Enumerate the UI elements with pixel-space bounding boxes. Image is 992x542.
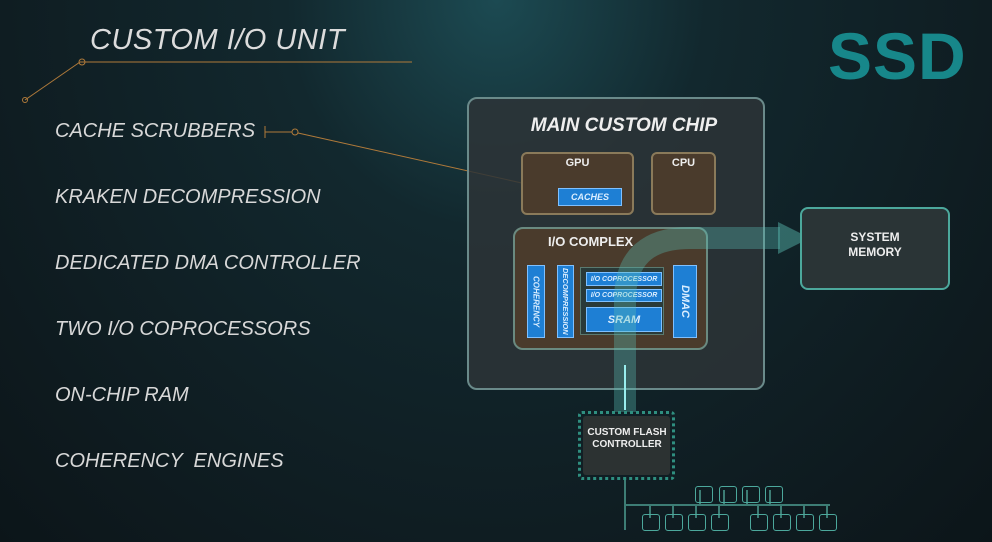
flash-chip xyxy=(642,514,660,531)
flash-chip xyxy=(742,486,760,503)
system-memory-block xyxy=(800,207,950,290)
feature-item: DEDICATED DMA CONTROLLER xyxy=(55,252,361,274)
slide-title: CUSTOM I/O UNIT xyxy=(90,24,346,56)
caches-block: CACHES xyxy=(558,188,622,206)
flash-chip xyxy=(711,514,729,531)
system-memory-label: SYSTEM MEMORY xyxy=(848,230,902,259)
flash-chip xyxy=(773,514,791,531)
io-coprocessor-1: I/O COPROCESSOR xyxy=(586,272,662,286)
main-chip-label: MAIN CUSTOM CHIP xyxy=(530,115,718,136)
flash-chip xyxy=(719,486,737,503)
gpu-label: GPU xyxy=(565,157,590,169)
flash-controller-pins xyxy=(578,411,675,480)
flash-chip xyxy=(695,486,713,503)
coherency-block: COHERENCY xyxy=(527,265,545,338)
feature-item: KRAKEN DECOMPRESSION xyxy=(55,186,321,208)
cpu-label: CPU xyxy=(671,157,696,169)
flash-controller-label: CUSTOM FLASH CONTROLLER xyxy=(587,427,667,450)
io-coprocessor-2: I/O COPROCESSOR xyxy=(586,289,662,302)
feature-item: TWO I/O COPROCESSORS xyxy=(55,318,311,340)
flash-chip xyxy=(750,514,768,531)
flash-controller-block xyxy=(583,416,670,475)
flash-chip xyxy=(819,514,837,531)
sram-block: SRAM xyxy=(586,307,662,332)
feature-item: COHERENCY ENGINES xyxy=(55,450,284,472)
feature-item: ON-CHIP RAM xyxy=(55,384,189,406)
io-complex-label: I/O COMPLEX xyxy=(548,234,634,249)
dmac-block: DMAC xyxy=(673,265,697,338)
flash-chip xyxy=(665,514,683,531)
feature-item: CACHE SCRUBBERS xyxy=(55,120,256,142)
cpu-block xyxy=(651,152,716,215)
ssd-logo: SSD xyxy=(828,19,967,93)
flash-chip xyxy=(765,486,783,503)
flash-chip xyxy=(796,514,814,531)
flash-chip xyxy=(688,514,706,531)
decompression-block: DECOMPRESSION xyxy=(557,265,574,338)
